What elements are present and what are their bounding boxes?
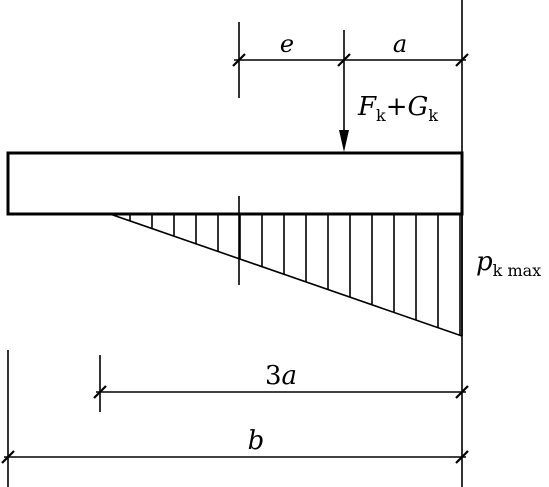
tick-mark <box>337 53 351 67</box>
tick-mark <box>455 53 469 67</box>
tick-mark <box>455 450 469 464</box>
tick-mark <box>1 450 15 464</box>
dim-label-e: e <box>280 30 294 58</box>
dim-label-b: b <box>248 426 265 456</box>
pressure-hatching <box>129 214 461 336</box>
dimension-b: b <box>1 350 469 487</box>
load-label: Fk+Gk <box>357 92 438 125</box>
dim-label-a: a <box>393 30 407 58</box>
dimension-3a: 3a <box>93 340 469 487</box>
tick-mark <box>455 385 469 399</box>
pressure-slope-line <box>109 213 463 337</box>
tick-mark <box>93 385 107 399</box>
tick-mark <box>232 53 246 67</box>
pressure-label: pk max <box>476 247 541 280</box>
foundation-block <box>6 151 464 216</box>
pressure-distribution: pk max <box>109 196 541 337</box>
arrow-head <box>339 130 349 152</box>
dim-label-3a: 3a <box>265 361 297 391</box>
load-arrow: Fk+Gk <box>339 66 438 152</box>
